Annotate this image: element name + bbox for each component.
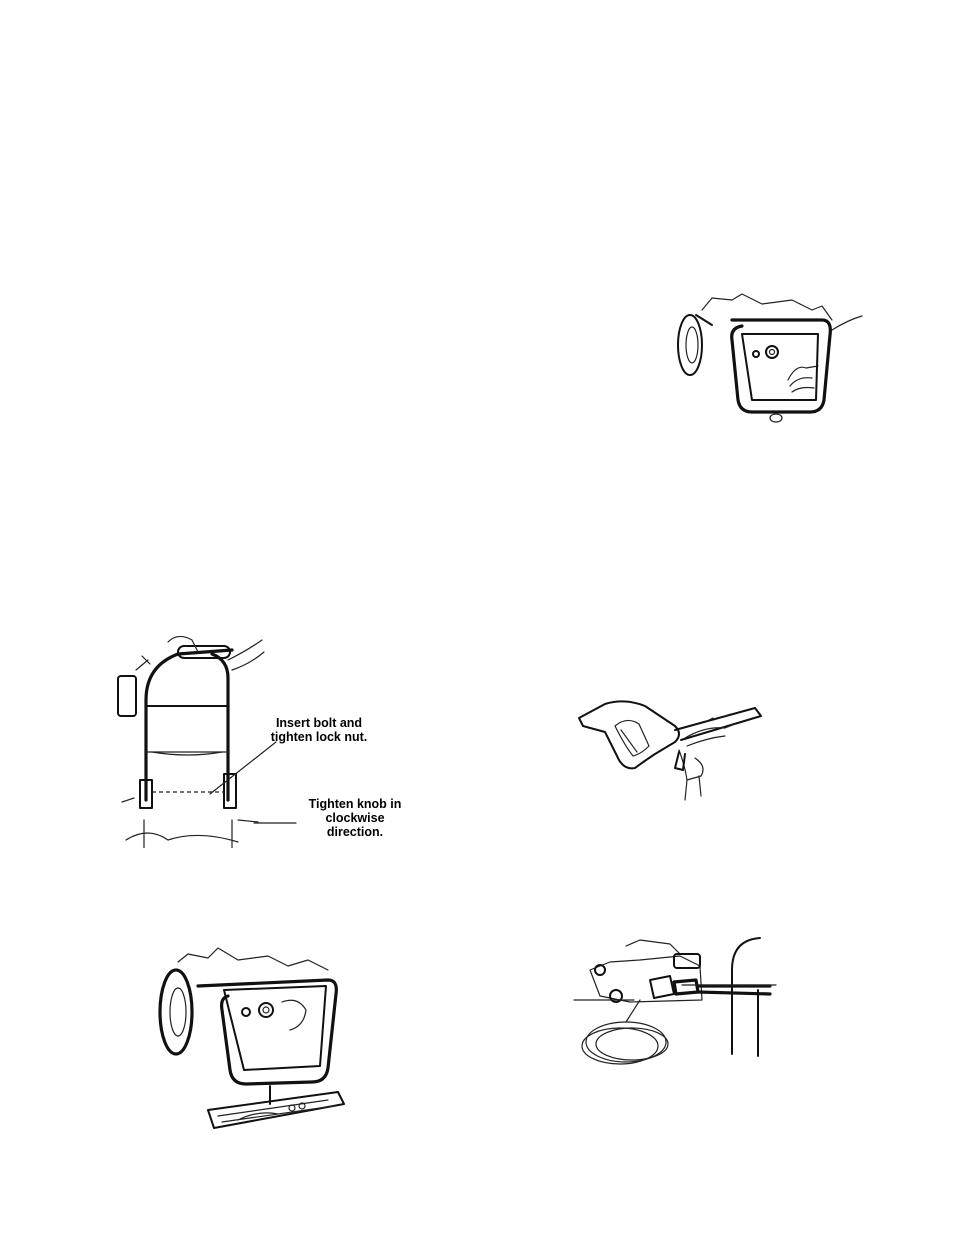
bolt-callout: Insert bolt and tighten lock nut. [254, 716, 384, 744]
spray-gun-illustration [575, 696, 775, 806]
knob-callout: Tighten knob in clockwise direction. [290, 797, 420, 839]
hose-connection-icon [570, 930, 780, 1075]
hose-connection-illustration [570, 930, 780, 1075]
bolt-callout-line1: Insert bolt and [254, 716, 384, 730]
bolt-callout-line2: tighten lock nut. [254, 730, 384, 744]
foot-pad-illustration [158, 940, 358, 1136]
knob-callout-line1: Tighten knob in [290, 797, 420, 811]
knob-callout-line2: clockwise [290, 811, 420, 825]
frame-handle-illustration [672, 290, 864, 428]
foot-pad-icon [158, 940, 358, 1136]
knob-callout-line3: direction. [290, 825, 420, 839]
spray-gun-icon [575, 696, 775, 806]
frame-handle-icon [672, 290, 864, 428]
